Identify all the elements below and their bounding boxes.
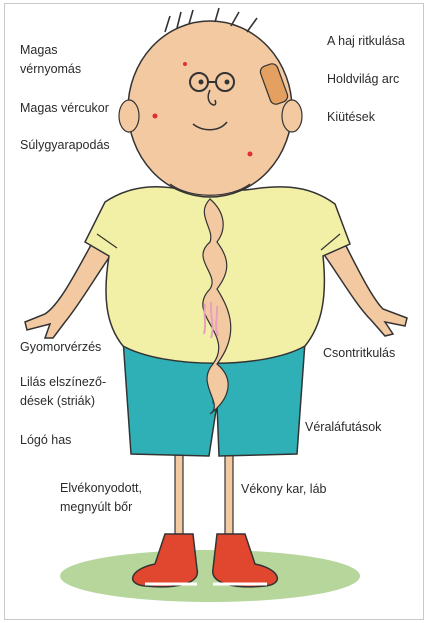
label-veralafutasok: Véraláfutások [305, 418, 381, 437]
head [128, 21, 292, 197]
right-leg [225, 444, 233, 534]
label-magas-vernyomas: Magas vérnyomás [20, 41, 81, 79]
label-csontritkulas: Csontritkulás [323, 344, 395, 363]
right-ear [282, 100, 302, 132]
label-holdvilag-arc: Holdvilág arc [327, 70, 399, 89]
label-vekony-kar-lab: Vékony kar, láb [241, 480, 326, 499]
label-a-haj-ritkulasa: A haj ritkulása [327, 32, 405, 51]
left-leg [175, 444, 183, 534]
label-elvekonyodott-bor: Elvékonyodott, megnyúlt bőr [60, 479, 142, 517]
label-logo-has: Lógó has [20, 431, 71, 450]
left-ear [119, 100, 139, 132]
ground-shadow [60, 550, 360, 602]
cushing-syndrome-figure [5, 4, 425, 621]
label-magas-vercukor: Magas vércukor [20, 99, 109, 118]
illustration-frame: Magas vérnyomás Magas vércukor Súlygyara… [4, 3, 424, 620]
label-gyomorverzes: Gyomorvérzés [20, 338, 101, 357]
label-kiutesek: Kiütések [327, 108, 375, 127]
label-lilas-elszinezodesek: Lilás elszínező- dések (striák) [20, 373, 106, 411]
label-sulygyarapodas: Súlygyarapodás [20, 136, 110, 155]
